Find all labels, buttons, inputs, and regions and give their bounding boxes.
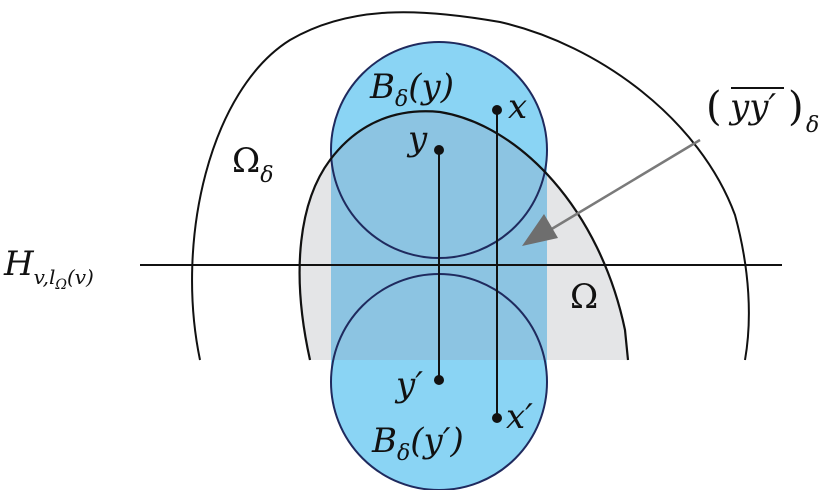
svg-text:yy′: yy′	[728, 87, 776, 127]
omega-delta-boundary	[191, 11, 750, 361]
label-point-yprime: y′	[394, 365, 423, 405]
label-point-y: y	[406, 119, 428, 159]
label-point-x: x	[508, 87, 527, 127]
label-hyperplane: Hv,lΩ(v)	[3, 244, 94, 293]
label-ball-y: Bδ(y)	[369, 67, 454, 112]
svg-text:): )	[788, 84, 804, 130]
tube-arrow-line	[549, 138, 701, 232]
tube-arrow-head	[522, 214, 558, 246]
point-yprime-dot	[434, 375, 444, 385]
svg-text:δ: δ	[806, 113, 819, 138]
point-y-dot	[434, 145, 444, 155]
label-ball-yprime: Bδ(y′)	[371, 421, 464, 466]
label-omega-delta: Ωδ	[232, 141, 273, 188]
point-x-dot	[492, 105, 502, 115]
label-tube: ( yy′ ) δ	[706, 84, 819, 138]
point-xprime-dot	[492, 413, 502, 423]
label-point-xprime: x′	[506, 397, 533, 437]
label-omega: Ω	[570, 277, 598, 317]
svg-text:(: (	[706, 84, 722, 130]
